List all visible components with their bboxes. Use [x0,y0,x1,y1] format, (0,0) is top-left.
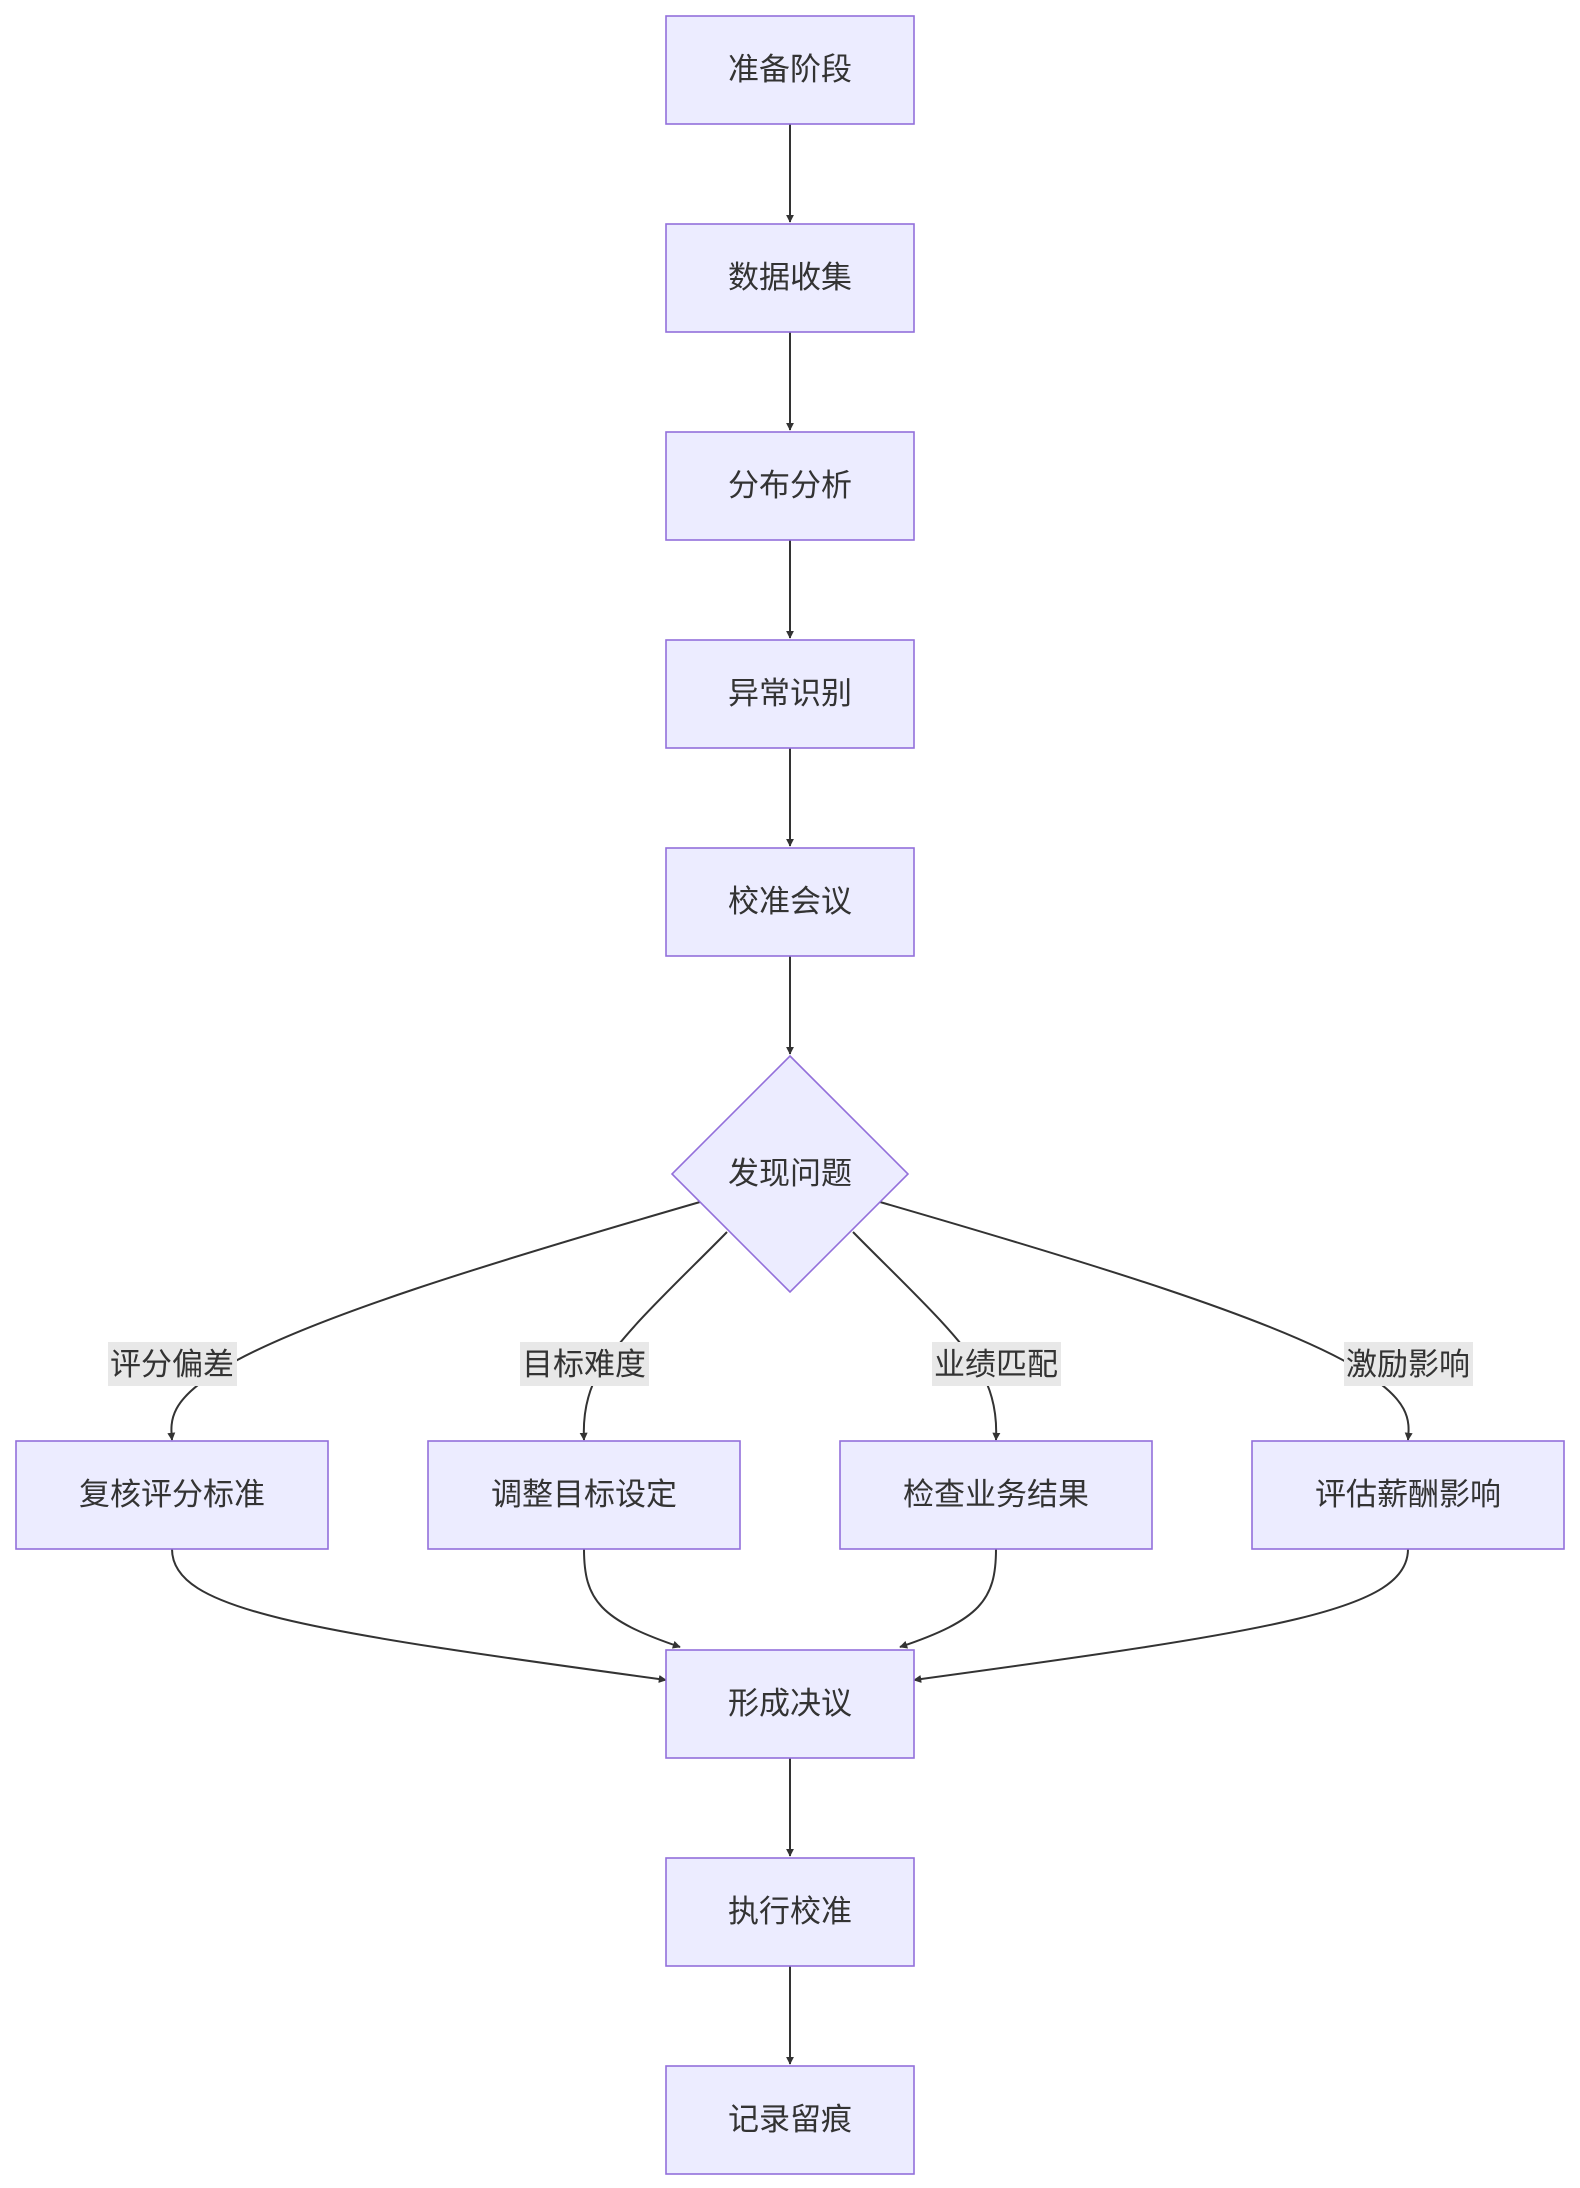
node-distrib-label: 分布分析 [728,468,852,504]
edge-labels: 评分偏差 目标难度 业绩匹配 激励影响 [108,1342,1473,1386]
node-adjust-label: 调整目标设定 [491,1477,677,1513]
node-record[interactable]: 记录留痕 [665,2065,915,2175]
node-anomaly-label: 异常识别 [728,676,852,712]
node-prep-label: 准备阶段 [728,52,852,88]
edge-issue-assess [879,1201,1413,1441]
edge-label-assess: 激励影响 [1346,1347,1470,1383]
edge-label-review: 评分偏差 [110,1347,234,1383]
edge-check-decide [899,1548,997,1649]
node-adjust[interactable]: 调整目标设定 [427,1440,741,1550]
edge-review-decide [171,1548,667,1683]
node-meeting[interactable]: 校准会议 [665,847,915,957]
node-meeting-box [665,847,915,957]
node-record-label: 记录留痕 [728,2102,852,2138]
nodes: 准备阶段 数据收集 分布分析 异常识别 校准会议 发现问题 复核评分标准 [15,15,1565,2175]
edge-label-bg-assess [1344,1342,1473,1386]
node-prep[interactable]: 准备阶段 [665,15,915,125]
node-execute-label: 执行校准 [728,1894,852,1930]
edge-label-bg-adjust [520,1342,649,1386]
node-check[interactable]: 检查业务结果 [839,1440,1153,1550]
node-collect-label: 数据收集 [728,260,852,296]
node-check-box [839,1440,1153,1550]
node-collect-box [665,223,915,333]
edge-adjust-decide [583,1548,681,1649]
node-adjust-box [427,1440,741,1550]
node-decide[interactable]: 形成决议 [665,1649,915,1759]
node-distrib-box [665,431,915,541]
node-assess-box [1251,1440,1565,1550]
node-decide-box [665,1649,915,1759]
node-execute[interactable]: 执行校准 [665,1857,915,1967]
node-issue[interactable]: 发现问题 [670,1054,910,1294]
node-review[interactable]: 复核评分标准 [15,1440,329,1550]
node-decide-label: 形成决议 [728,1686,852,1722]
edge-issue-check [852,1231,1001,1441]
node-issue-diamond [670,1054,910,1294]
node-distrib[interactable]: 分布分析 [665,431,915,541]
edge-assess-decide [913,1548,1409,1683]
node-prep-box [665,15,915,125]
node-check-label: 检查业务结果 [903,1477,1089,1513]
node-meeting-label: 校准会议 [728,884,852,920]
edges [167,124,1413,2065]
node-assess-label: 评估薪酬影响 [1315,1477,1501,1513]
node-execute-box [665,1857,915,1967]
node-review-box [15,1440,329,1550]
node-collect[interactable]: 数据收集 [665,223,915,333]
edge-label-check: 业绩匹配 [934,1347,1058,1383]
edge-issue-adjust [579,1231,728,1441]
node-review-label: 复核评分标准 [79,1477,265,1513]
edge-issue-review [167,1201,701,1441]
node-record-box [665,2065,915,2175]
node-anomaly[interactable]: 异常识别 [665,639,915,749]
node-assess[interactable]: 评估薪酬影响 [1251,1440,1565,1550]
edge-label-adjust: 目标难度 [522,1347,646,1383]
node-issue-label: 发现问题 [728,1156,852,1192]
edge-label-bg-review [108,1342,237,1386]
edge-label-bg-check [932,1342,1061,1386]
node-anomaly-box [665,639,915,749]
